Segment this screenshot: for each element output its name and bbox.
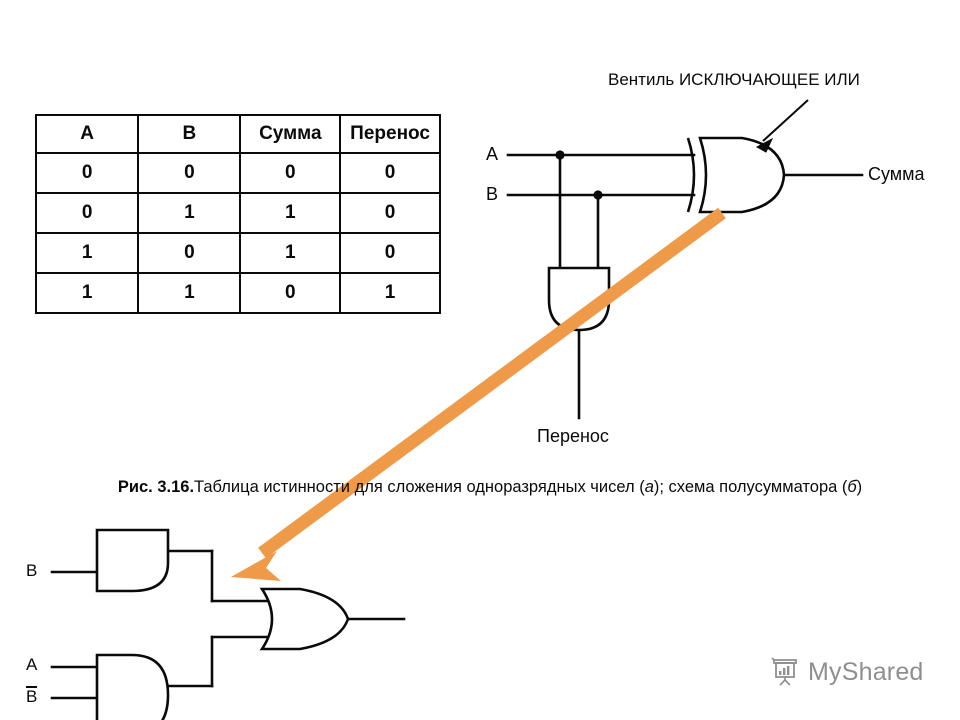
xor-gate-body bbox=[698, 136, 786, 214]
table-row: 0 0 0 0 bbox=[34, 152, 441, 194]
junction-dot-a bbox=[555, 150, 565, 160]
caption-mark-a: а bbox=[644, 478, 654, 496]
column-header-b: B bbox=[137, 114, 242, 154]
not-b-overbar-text: B bbox=[26, 686, 38, 706]
input-label-not-b-bottom: B bbox=[26, 686, 38, 707]
output-label-sum: Сумма bbox=[868, 164, 925, 184]
figure-caption: Рис. 3.16.Таблица истинности для сложени… bbox=[60, 476, 920, 499]
column-header-carry: Перенос bbox=[339, 114, 441, 154]
xor-annotation-pointer bbox=[755, 99, 809, 153]
table-row: 1 0 1 0 bbox=[34, 232, 441, 274]
input-label-a-top: A bbox=[486, 144, 499, 164]
cell-b: 0 bbox=[137, 152, 242, 194]
and-gate-bottom-body bbox=[95, 653, 170, 720]
table-row: 1 1 0 1 bbox=[34, 272, 441, 314]
output-label-carry: Перенос bbox=[537, 426, 609, 446]
caption-figure-number: Рис. 3.16. bbox=[117, 478, 195, 496]
xor-gate-extra-arc bbox=[686, 137, 696, 213]
cell-carry: 0 bbox=[339, 232, 441, 274]
column-header-a: A bbox=[34, 114, 140, 154]
cell-b: 0 bbox=[137, 232, 242, 274]
and-gate-top-body bbox=[95, 528, 170, 593]
cell-b: 1 bbox=[137, 192, 242, 234]
caption-mark-b: б bbox=[847, 478, 857, 496]
junction-dot-b bbox=[593, 190, 603, 200]
orange-callout-arrow bbox=[231, 207, 726, 581]
caption-text-2: ); схема полусумматора ( bbox=[653, 478, 848, 496]
bottom-circuit-wires bbox=[50, 549, 406, 700]
table-row: 0 1 1 0 bbox=[34, 192, 441, 234]
presentation-board-icon bbox=[771, 657, 797, 686]
cell-a: 0 bbox=[34, 152, 140, 194]
caption-text-1: Таблица истинности для сложения одноразр… bbox=[194, 478, 645, 496]
cell-carry: 0 bbox=[339, 192, 441, 234]
column-header-sum: Сумма bbox=[239, 114, 342, 154]
cell-carry: 1 bbox=[339, 272, 441, 314]
cell-carry: 0 bbox=[339, 152, 441, 194]
cell-a: 1 bbox=[34, 272, 140, 314]
or-gate-body bbox=[259, 587, 350, 651]
input-label-b-bottom: B bbox=[26, 561, 38, 580]
cell-sum: 0 bbox=[239, 152, 342, 194]
xor-gate-annotation-label: Вентиль ИСКЛЮЧАЮЩЕЕ ИЛИ bbox=[608, 70, 860, 89]
truth-table: A B Сумма Перенос 0 0 0 0 0 1 1 0 bbox=[34, 114, 441, 314]
watermark-label: MyShared bbox=[808, 657, 924, 686]
caption-text-3: ) bbox=[856, 478, 863, 496]
cell-a: 0 bbox=[34, 192, 140, 234]
cell-a: 1 bbox=[34, 232, 140, 274]
table-header-row: A B Сумма Перенос bbox=[34, 114, 441, 154]
cell-sum: 1 bbox=[239, 192, 342, 234]
cell-sum: 0 bbox=[239, 272, 342, 314]
truth-table-container: A B Сумма Перенос 0 0 0 0 0 1 1 0 bbox=[34, 114, 441, 314]
input-label-b-top: B bbox=[486, 184, 499, 204]
cell-b: 1 bbox=[137, 272, 242, 314]
cell-sum: 1 bbox=[239, 232, 342, 274]
myshared-watermark: MyShared bbox=[770, 657, 924, 687]
input-label-a-bottom: A bbox=[26, 655, 38, 674]
